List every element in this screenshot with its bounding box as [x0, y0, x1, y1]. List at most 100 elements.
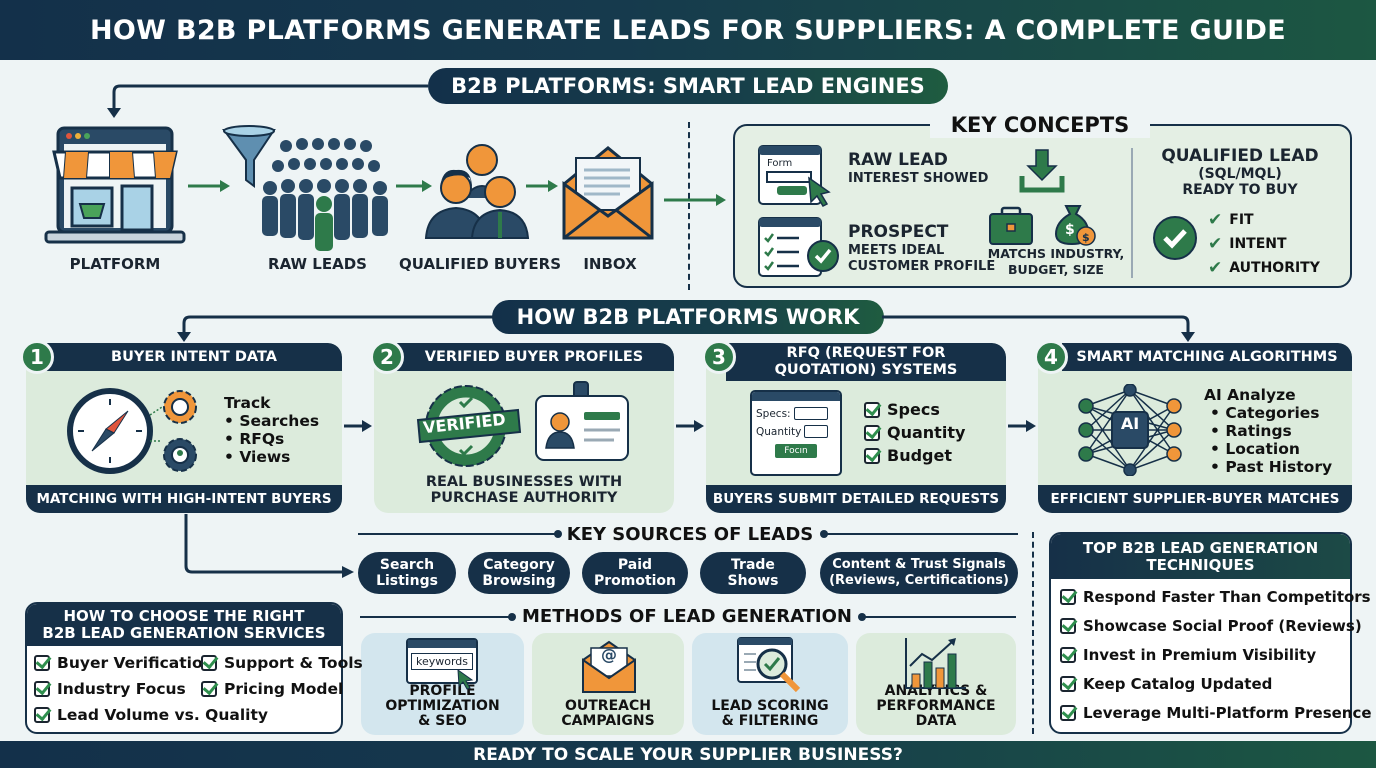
how-it-works-heading-text: HOW B2B PLATFORMS WORK [516, 305, 860, 329]
step-1-list-item: • Views [224, 448, 291, 466]
choose-item: Support & Tools [201, 654, 363, 672]
method-line: CAMPAIGNS [561, 713, 655, 729]
qualified-desc: READY TO BUY [1182, 182, 1298, 198]
step-4-list-item: • Ratings [1210, 422, 1292, 440]
step-1-list-item: • Searches [224, 412, 320, 430]
engines-connector-arrow [107, 84, 428, 118]
flow-label-inbox: INBOX [583, 255, 637, 273]
cta-banner[interactable]: READY TO SCALE YOUR SUPPLIER BUSINESS? [0, 741, 1376, 768]
step-4-title: SMART MATCHING ALGORITHMS [1062, 343, 1352, 371]
source-line-2: Promotion [593, 573, 677, 589]
rfq-specs-row: Specs: [756, 407, 836, 420]
prospect-match-1: MATCHS INDUSTRY, [987, 246, 1125, 261]
technique-label: Keep Catalog Updated [1083, 675, 1273, 693]
id-card-icon [535, 381, 629, 461]
source-line-2: Browsing [482, 573, 556, 589]
key-sources-heading: KEY SOURCES OF LEADS [566, 523, 814, 545]
key-concepts-heading: KEY CONCEPTS [930, 112, 1150, 138]
flow-arrow-1 [188, 180, 230, 192]
email-at-icon [582, 640, 636, 693]
method-label: LEAD SCORING& FILTERING [711, 699, 828, 729]
verified-seal-icon [416, 385, 522, 467]
cursor-icon [457, 668, 474, 690]
rfq-submit-button[interactable]: Focın [775, 444, 817, 458]
rfq-specs-field[interactable] [793, 407, 828, 420]
keywords-field: keywords [411, 653, 473, 670]
cta-text: READY TO SCALE YOUR SUPPLIER BUSINESS? [473, 744, 903, 765]
step-card-smart-matching: SMART MATCHING ALGORITHMS EFFICIENT SUPP… [1038, 343, 1352, 513]
choose-item-label: Buyer Verification [57, 654, 214, 672]
step-4-item-text: Ratings [1225, 422, 1292, 440]
techniques-panel: TOP B2B LEAD GENERATION TECHNIQUES [1049, 532, 1352, 734]
divider-dashed [688, 122, 690, 290]
source-line-1: Paid [617, 557, 653, 573]
methods-rule-dot [858, 613, 866, 621]
prospect-desc-2: CUSTOMER PROFILE [848, 259, 996, 274]
step-2-title: VERIFIED BUYER PROFILES [394, 343, 674, 371]
qualified-checks: ✔FIT ✔INTENT ✔AUTHORITY [1208, 208, 1320, 280]
choose-item-label: Support & Tools [224, 654, 363, 672]
step-4-list-title: AI Analyze [1204, 386, 1296, 404]
method-line: & SEO [418, 713, 467, 729]
choose-heading: HOW TO CHOOSE THE RIGHT B2B LEAD GENERAT… [27, 604, 341, 646]
techniques-heading: TOP B2B LEAD GENERATION TECHNIQUES [1051, 534, 1350, 579]
checkbox-icon [34, 681, 50, 697]
source-line-2: Listings [376, 573, 438, 589]
qualified-check-item: ✔INTENT [1208, 232, 1320, 256]
step-2-footer-1: REAL BUSINESSES WITH [425, 474, 623, 490]
bar-chart-growth-icon [905, 638, 966, 689]
step-3-check-item: Specs [864, 398, 965, 421]
technique-item: Keep Catalog Updated [1060, 675, 1272, 693]
checkbox-icon [34, 707, 50, 723]
crowd-icon [262, 138, 388, 251]
choose-services-panel: HOW TO CHOOSE THE RIGHT B2B LEAD GENERAT… [25, 602, 343, 734]
choose-item: Buyer Verification [34, 654, 214, 672]
raw-lead-desc: INTEREST SHOWED [848, 171, 989, 186]
page-title-text: HOW B2B PLATFORMS GENERATE LEADS FOR SUP… [90, 14, 1286, 46]
choose-item-label: Industry Focus [57, 680, 186, 698]
step-3-check-label: Specs [887, 400, 940, 419]
engines-heading: B2B PLATFORMS: SMART LEAD ENGINES [428, 68, 948, 104]
step-3-badge: 3 [702, 340, 736, 374]
sources-rule-dot [554, 530, 562, 538]
choose-heading-1: HOW TO CHOOSE THE RIGHT [63, 607, 305, 625]
choose-item-label: Lead Volume vs. Quality [57, 706, 268, 724]
source-line-1: Trade [731, 557, 775, 573]
step-1-footer: MATCHING WITH HIGH-INTENT BUYERS [26, 485, 342, 513]
technique-label: Respond Faster Than Competitors [1083, 588, 1371, 606]
rfq-quantity-field[interactable] [804, 425, 829, 438]
source-content-trust[interactable]: Content & Trust Signals(Reviews, Certifi… [820, 552, 1018, 594]
step-3-title-1: RFQ (REQUEST FOR [786, 345, 946, 361]
prospect-title: PROSPECT [848, 222, 949, 242]
qualified-check-label: INTENT [1229, 236, 1287, 252]
choose-item: Pricing Model [201, 680, 343, 698]
step-arrow-1 [344, 420, 372, 432]
step-4-item-text: Past History [1225, 458, 1333, 476]
svg-text:$: $ [1065, 222, 1075, 238]
techniques-heading-2: TECHNIQUES [1146, 556, 1255, 574]
methods-rule-left [360, 616, 510, 618]
source-line-1: Content & Trust Signals [832, 557, 1006, 572]
sources-rule-right [826, 533, 1018, 535]
neural-network-icon [1078, 384, 1182, 476]
method-line: LEAD SCORING [711, 698, 829, 714]
step-4-list: AI Analyze • Categories • Ratings • Loca… [1204, 386, 1332, 476]
circle-check-icon: ✔ [1208, 258, 1223, 278]
technique-label: Invest in Premium Visibility [1083, 646, 1317, 664]
qualified-check-item: ✔AUTHORITY [1208, 256, 1320, 280]
rfq-specs-label: Specs: [756, 407, 791, 420]
checkbox-icon [1060, 589, 1076, 605]
choose-heading-2: B2B LEAD GENERATION SERVICES [42, 624, 326, 642]
step-2-badge: 2 [370, 340, 404, 374]
rfq-quantity-label: Quantity [756, 425, 802, 438]
money-bag-icon: $ $ [1054, 205, 1096, 246]
step-3-title: RFQ (REQUEST FOR QUOTATION) SYSTEMS [726, 343, 1006, 381]
right-divider-dashed [1032, 532, 1034, 734]
circle-check-icon: ✔ [1208, 210, 1223, 230]
